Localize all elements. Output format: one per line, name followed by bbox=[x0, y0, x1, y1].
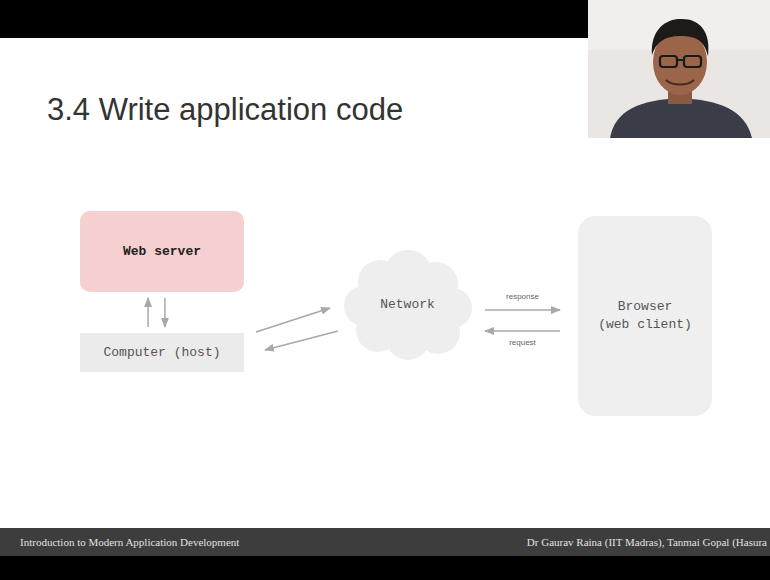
footer-text: Dr Gaurav Raina (IIT Madras), Tanmai Gop… bbox=[527, 535, 767, 549]
edge-label: request bbox=[509, 338, 536, 348]
edge-label: response bbox=[506, 292, 539, 302]
host-band: Computer (host) bbox=[80, 333, 244, 372]
flow-arrow bbox=[485, 309, 560, 311]
slide-title: 3.4 Write application code bbox=[47, 92, 403, 128]
bottom-bar bbox=[0, 556, 770, 580]
footer-bar bbox=[0, 528, 770, 556]
process-box: Web server bbox=[80, 211, 244, 292]
flow-arrow bbox=[256, 308, 330, 332]
webcam-inset bbox=[588, 0, 770, 138]
network-cloud: Network bbox=[340, 250, 475, 360]
flow-arrow bbox=[147, 298, 149, 327]
flow-arrow bbox=[265, 331, 338, 350]
node-text: Computer (host) bbox=[103, 344, 220, 362]
client-box: Browser (web client) bbox=[578, 216, 712, 416]
slide-area bbox=[0, 38, 770, 528]
node-text: Network bbox=[380, 296, 435, 314]
node-text: Web server bbox=[123, 243, 201, 261]
flow-arrow bbox=[485, 330, 560, 332]
flow-arrow bbox=[164, 298, 166, 327]
node-text: Browser (web client) bbox=[598, 298, 692, 333]
footer-text: Introduction to Modern Application Devel… bbox=[20, 535, 239, 549]
